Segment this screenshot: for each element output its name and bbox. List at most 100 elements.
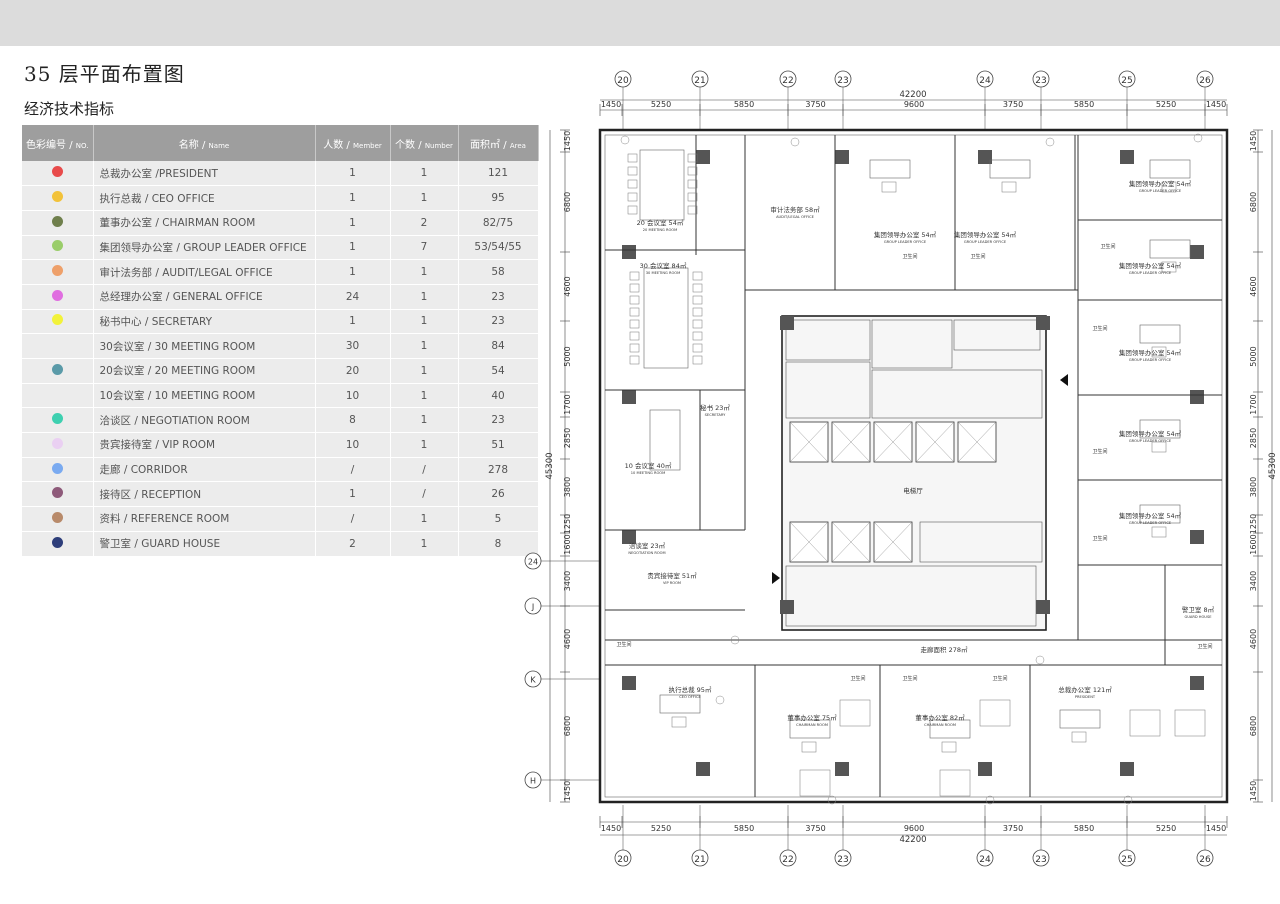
cell-color xyxy=(22,531,94,557)
cell-name: 集团领导办公室 / GROUP LEADER OFFICE xyxy=(93,235,316,261)
core-room xyxy=(953,319,1041,351)
grid-label-left: K xyxy=(530,676,536,685)
desk xyxy=(1139,504,1181,524)
cell-member: 1 xyxy=(315,185,391,211)
cell-member: / xyxy=(315,506,391,532)
toilet-label: 卫生间 xyxy=(902,675,917,682)
chair xyxy=(687,179,698,189)
cell-number: 1 xyxy=(390,358,459,384)
cell-color xyxy=(22,432,94,458)
desk xyxy=(1149,159,1191,179)
structural-column xyxy=(835,150,849,164)
elevator-x xyxy=(915,421,955,463)
structural-column xyxy=(1190,676,1204,690)
cell-member: 24 xyxy=(315,284,391,310)
chair xyxy=(687,192,698,202)
cell-name: 资料 / REFERENCE ROOM xyxy=(93,506,316,532)
color-swatch xyxy=(51,314,63,326)
cell-name: 审计法务部 / AUDIT/LEGAL OFFICE xyxy=(93,259,316,285)
section-marker xyxy=(772,572,780,584)
room-label-en: PRESIDENT xyxy=(1075,695,1096,699)
dim-label-right: 1450 xyxy=(1249,131,1258,151)
dim-label-bottom: 5250 xyxy=(651,824,671,833)
desk xyxy=(1139,324,1181,344)
cell-number: 1 xyxy=(390,309,459,335)
sofa xyxy=(1129,709,1161,737)
room-label-en: 10 MEETING ROOM xyxy=(631,471,665,475)
elevator-x xyxy=(789,521,829,563)
cell-area: 8 xyxy=(458,531,539,557)
cell-color xyxy=(22,284,94,310)
room-label: 集团领导办公室 54㎡ xyxy=(1119,429,1182,438)
chair xyxy=(1151,441,1167,453)
dim-label-left: 3800 xyxy=(563,477,572,497)
grid-label-top: 21 xyxy=(694,76,705,86)
cell-name: 董事办公室 / CHAIRMAN ROOM xyxy=(93,210,316,236)
dim-label-bottom: 5850 xyxy=(734,824,754,833)
table-row: 走廊 / CORRIDOR//278 xyxy=(22,457,539,483)
cell-color xyxy=(22,333,94,359)
room-label: 贵宾接待室 51㎡ xyxy=(647,571,697,580)
cell-member: 10 xyxy=(315,432,391,458)
dim-label-left: 1450 xyxy=(563,131,572,151)
cell-name: 30会议室 / 30 MEETING ROOM xyxy=(93,333,316,359)
color-swatch xyxy=(51,166,63,178)
chair xyxy=(692,319,703,329)
room-label: 集团领导办公室 54㎡ xyxy=(1119,511,1182,520)
cell-color xyxy=(22,259,94,285)
dim-label-top: 9600 xyxy=(904,100,924,109)
desk xyxy=(1059,709,1101,729)
cell-name: 贵宾接待室 / VIP ROOM xyxy=(93,432,316,458)
cell-color xyxy=(22,235,94,261)
room-label: 集团领导办公室 54㎡ xyxy=(874,230,937,239)
cell-color xyxy=(22,210,94,236)
room-label-en: AUDIT/LEGAL OFFICE xyxy=(776,215,815,219)
room-label-en: GUARD HOUSE xyxy=(1185,615,1213,619)
dim-label-left: 4600 xyxy=(563,629,572,649)
plant xyxy=(620,135,630,145)
room-label-en: GROUP LEADER OFFICE xyxy=(964,240,1007,244)
grid-label-top: 23 xyxy=(1035,76,1046,86)
plant xyxy=(1123,795,1133,805)
elevator-x xyxy=(831,421,871,463)
elevator-x xyxy=(873,521,913,563)
color-swatch xyxy=(51,511,63,523)
cell-area: 58 xyxy=(458,259,539,285)
chair xyxy=(1151,526,1167,538)
sofa xyxy=(979,699,1011,727)
header-number: 个数 / Number xyxy=(390,125,459,161)
cell-number: 7 xyxy=(390,235,459,261)
sofa xyxy=(1174,709,1206,737)
room-label: 警卫室 8㎡ xyxy=(1182,605,1215,614)
cell-name: 10会议室 / 10 MEETING ROOM xyxy=(93,383,316,409)
core-room xyxy=(785,361,871,419)
dim-label-right: 6800 xyxy=(1249,716,1258,736)
room-label: 集团领导办公室 54㎡ xyxy=(954,230,1017,239)
room-label: 10 会议室 40㎡ xyxy=(625,461,672,470)
plant xyxy=(730,635,740,645)
desk xyxy=(659,694,701,714)
dim-total-bottom: 42200 xyxy=(899,835,926,845)
dim-label-top: 1450 xyxy=(1206,100,1226,109)
structural-column xyxy=(622,676,636,690)
chair xyxy=(941,741,957,753)
cell-number: 1 xyxy=(390,383,459,409)
page-title: 35 层平面布置图 xyxy=(24,62,185,86)
chair xyxy=(629,343,640,353)
room-label-en: NEGOTIATION ROOM xyxy=(628,551,665,555)
room-label-en: CEO OFFICE xyxy=(679,695,701,699)
cell-area: 95 xyxy=(458,185,539,211)
cell-area: 53/54/55 xyxy=(458,235,539,261)
dim-label-right: 4600 xyxy=(1249,276,1258,296)
cell-area: 26 xyxy=(458,481,539,508)
dim-label-top: 1450 xyxy=(601,100,621,109)
cell-member: 1 xyxy=(315,235,391,261)
toilet-label: 卫生间 xyxy=(1092,448,1107,455)
color-swatch xyxy=(51,487,63,499)
structural-column xyxy=(1190,390,1204,404)
